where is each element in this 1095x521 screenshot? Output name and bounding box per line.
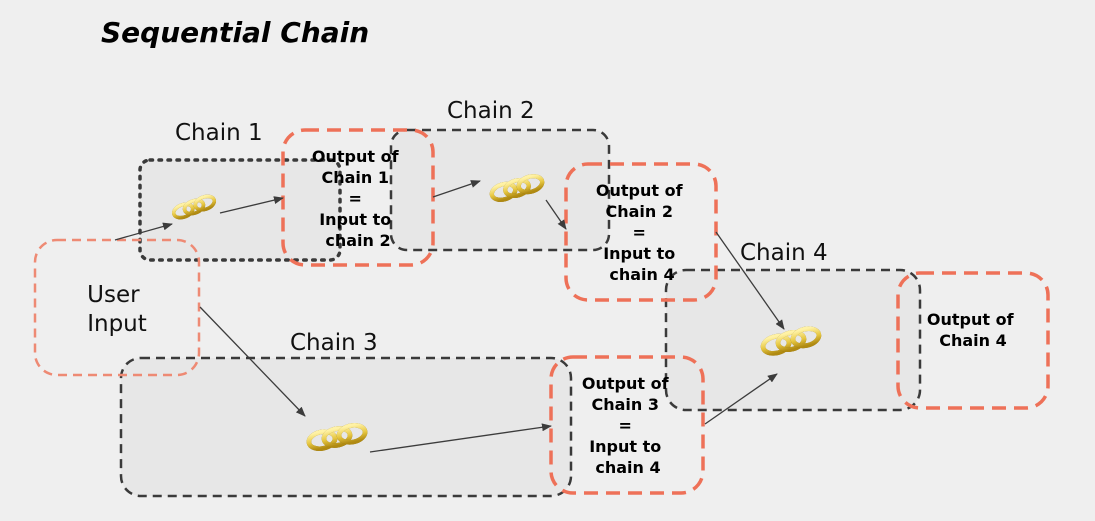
chain-1-label: Chain 1: [175, 120, 263, 146]
arrow-user-to-chain-1: [114, 222, 173, 241]
user-input-label: User Input: [87, 282, 147, 337]
arrow-output-3-to-chain-4: [704, 373, 778, 425]
chain-4-label: Chain 4: [740, 240, 828, 266]
arrow-chain-3-to-output-3: [369, 423, 552, 453]
chain-3-label: Chain 3: [290, 330, 378, 356]
output-1-text: Output of Chain 1 = Input to chain 2: [312, 147, 404, 250]
arrow-output-2-to-chain-4: [715, 231, 785, 330]
chain-2-label: Chain 2: [447, 98, 535, 124]
arrow-chain-2-to-output-2: [545, 199, 567, 230]
arrow-user-to-chain-3: [199, 306, 306, 417]
output-3-text: Output of Chain 3 = Input to chain 4: [582, 374, 674, 477]
arrow-chain-1-to-output-1: [219, 196, 284, 214]
output-3-box: [549, 355, 705, 495]
chain-1-box: [138, 158, 342, 262]
output-2-text: Output of Chain 2 = Input to chain 4: [596, 181, 688, 284]
output-4-text: Output of Chain 4: [927, 310, 1019, 350]
chain-2-box: [389, 128, 611, 252]
output-4-box: [896, 271, 1050, 410]
arrow-output-1-to-chain-2: [432, 180, 481, 198]
diagram-title: Sequential Chain: [101, 16, 369, 49]
